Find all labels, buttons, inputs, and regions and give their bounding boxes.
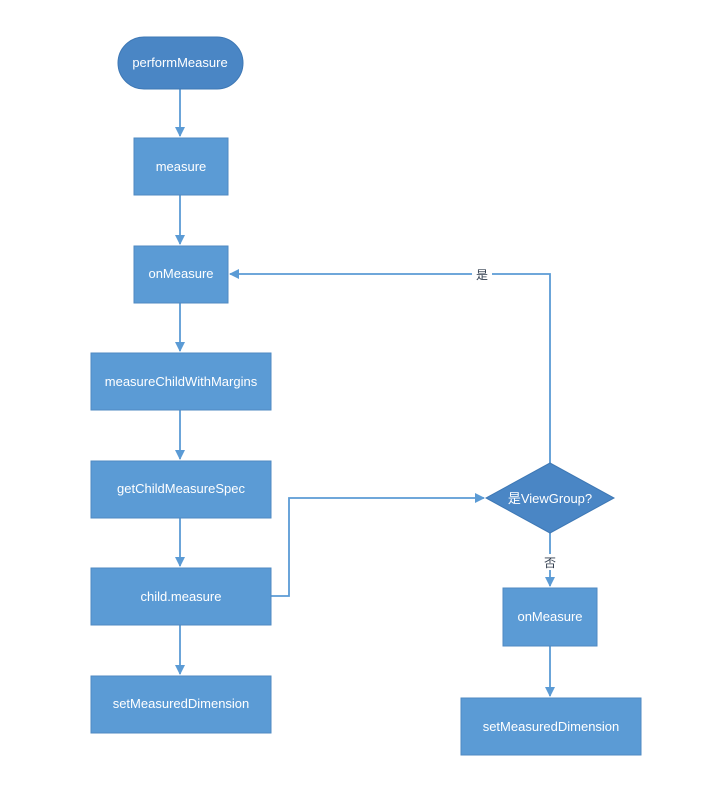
node-measure: measure	[133, 137, 229, 196]
node-isViewGroup-decision: 是ViewGroup?	[484, 462, 616, 534]
edge-label-no-background	[540, 554, 560, 570]
node-getChildMeasureSpec-label: getChildMeasureSpec	[117, 481, 245, 496]
node-setMeasuredDimension-right: setMeasuredDimension	[460, 697, 642, 756]
edge-label-yes: 是	[476, 268, 488, 282]
node-performMeasure-label: performMeasure	[132, 55, 227, 70]
node-isViewGroup-label: 是ViewGroup?	[508, 491, 592, 506]
edge-label-yes-background	[472, 266, 492, 282]
edge-childMeasure-to-isViewGroup	[270, 493, 485, 597]
node-setMeasuredDimension-right-label: setMeasuredDimension	[483, 719, 620, 734]
node-setMeasuredDimension-label: setMeasuredDimension	[113, 696, 250, 711]
node-onMeasure: onMeasure	[133, 245, 229, 304]
node-measure-label: measure	[156, 159, 207, 174]
node-onMeasure-label: onMeasure	[148, 266, 213, 281]
node-measureChildWithMargins: measureChildWithMargins	[90, 352, 272, 411]
node-onMeasure-right-label: onMeasure	[517, 609, 582, 624]
node-setMeasuredDimension: setMeasuredDimension	[90, 675, 272, 734]
node-getChildMeasureSpec: getChildMeasureSpec	[90, 460, 272, 519]
edge-isViewGroup-yes-to-onMeasure	[229, 269, 551, 463]
node-performMeasure: performMeasure	[117, 36, 244, 90]
node-measureChildWithMargins-label: measureChildWithMargins	[105, 374, 258, 389]
node-childMeasure: child.measure	[90, 567, 272, 626]
node-onMeasure-right: onMeasure	[502, 587, 598, 647]
node-childMeasure-label: child.measure	[141, 589, 222, 604]
edge-label-no: 否	[544, 556, 556, 570]
